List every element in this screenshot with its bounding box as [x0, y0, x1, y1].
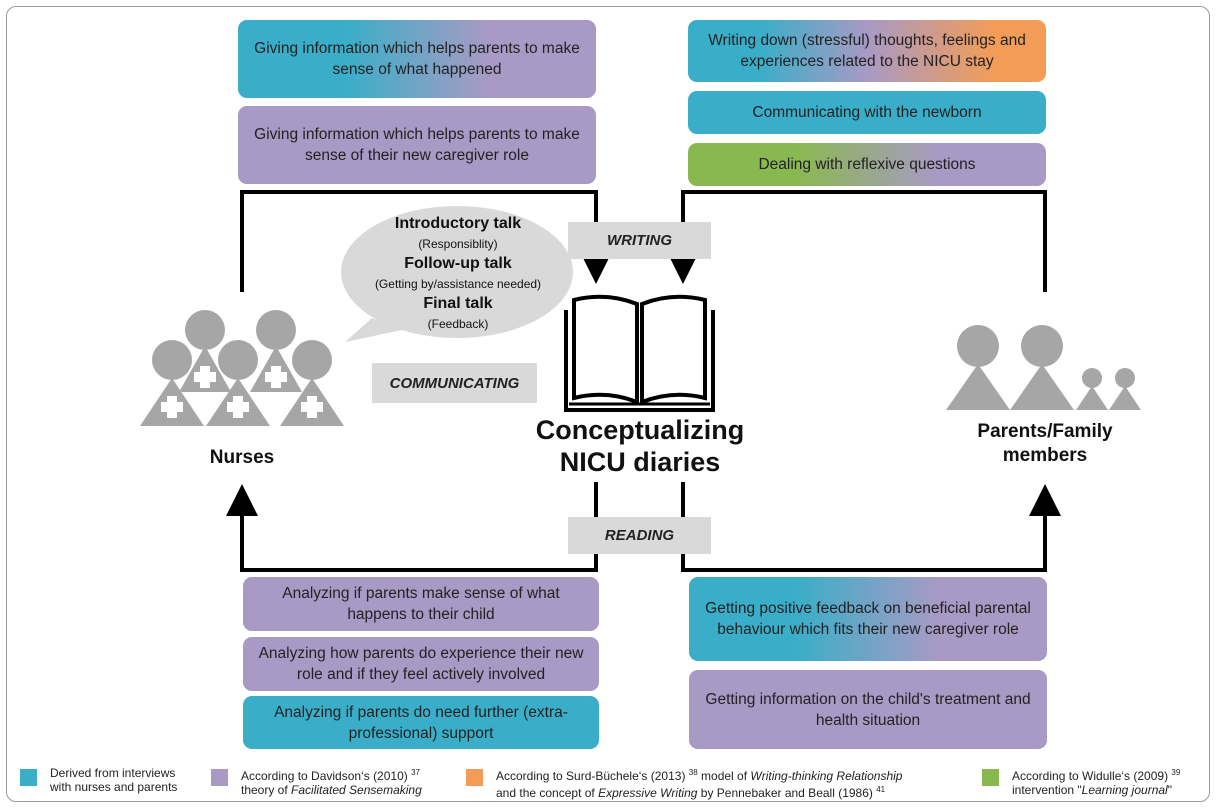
- legend-text-learning-journal: According to Widulle‘s (2009) 39 interve…: [1012, 768, 1181, 797]
- figure-frame: [6, 6, 1210, 802]
- legend-swatch-sensemaking: [211, 769, 228, 786]
- legend-swatch-writing-thinking: [466, 769, 483, 786]
- title-line-1: Conceptualizing: [535, 415, 745, 445]
- legend-swatch-learning-journal: [982, 769, 999, 786]
- nurses-label: Nurses: [209, 447, 275, 468]
- parents-label-line-1: Parents/Family: [977, 421, 1113, 442]
- talk-speech-bubble: [341, 206, 573, 342]
- communicating-tag: COMMUNICATING: [372, 363, 537, 403]
- parents-writing-path: [667, 190, 1047, 292]
- nurses-writing-item: Giving information which helps parents t…: [238, 106, 596, 184]
- reading-tag: READING: [568, 517, 711, 554]
- parents-reading-path: [681, 482, 1061, 572]
- legend-text-interviews: Derived from interviews with nurses and …: [50, 766, 178, 794]
- writing-tag: WRITING: [568, 222, 711, 259]
- final-talk-sub: (Feedback): [427, 317, 489, 331]
- final-talk: Final talk: [423, 295, 493, 312]
- follow-up-talk-sub: (Getting by/assistance needed): [374, 277, 542, 291]
- legend-text-sensemaking: According to Davidson‘s (2010) 37 theory…: [241, 768, 422, 797]
- introductory-talk: Introductory talk: [394, 215, 522, 232]
- parents-writing-item: Writing down (stressful) thoughts, feeli…: [688, 20, 1046, 82]
- parents-writing-item: Dealing with reflexive questions: [688, 143, 1046, 186]
- talk-bubble-text: Introductory talk (Responsiblity) Follow…: [342, 214, 574, 334]
- legend-swatch-interviews: [20, 769, 37, 786]
- legend-text-writing-thinking: According to Surd-Büchele‘s (2013) 38 mo…: [496, 768, 903, 800]
- parents-reading-item: Getting information on the child's treat…: [689, 670, 1047, 749]
- family-group-icon: [946, 325, 1141, 410]
- parents-label-line-2: members: [1002, 445, 1088, 466]
- parents-label: Parents/Family members: [950, 420, 1140, 468]
- nurses-reading-item: Analyzing if parents do need further (ex…: [243, 696, 599, 749]
- parents-writing-item: Communicating with the newborn: [688, 91, 1046, 134]
- follow-up-talk: Follow-up talk: [404, 255, 512, 272]
- title-line-2: NICU diaries: [559, 447, 721, 477]
- parents-reading-item: Getting positive feedback on beneficial …: [689, 577, 1047, 661]
- nurses-writing-item: Giving information which helps parents t…: [238, 20, 596, 98]
- open-book-icon: [564, 294, 715, 412]
- introductory-talk-sub: (Responsiblity): [418, 237, 498, 251]
- nurse-cross-marks: [161, 366, 323, 418]
- nurses-reading-item: Analyzing if parents make sense of what …: [243, 577, 599, 631]
- nurses-reading-item: Analyzing how parents do experience thei…: [243, 637, 599, 691]
- diagram-title: Conceptualizing NICU diaries: [500, 414, 780, 478]
- nurses-reading-path: [226, 482, 598, 572]
